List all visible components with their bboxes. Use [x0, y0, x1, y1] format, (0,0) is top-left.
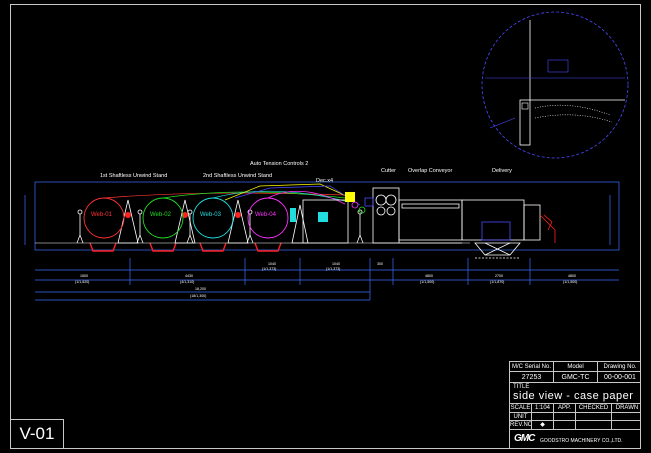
svg-text:300: 300 — [377, 262, 383, 266]
operator-figures — [76, 209, 364, 244]
app-label: APP. — [554, 404, 576, 412]
cutter-label: Cutter — [381, 168, 396, 174]
auto-tension-label: Auto Tension Controls 2 — [250, 161, 308, 167]
unit-label: UNIT — [510, 413, 532, 420]
delivery-unit — [461, 199, 556, 259]
web-01-label: Web-01 — [91, 212, 113, 218]
scale-label: SCALE — [510, 404, 532, 412]
web-03-roll — [192, 197, 234, 239]
svg-text:(1/1,500): (1/1,500) — [563, 280, 577, 284]
dec-label: Dec.x4 — [316, 178, 333, 184]
drawing-title: side view - case paper — [513, 390, 634, 402]
web-02-roll — [142, 197, 184, 239]
company-name: GOODSTRO MACHINERY CO.,LTD. — [540, 438, 623, 444]
dimension-values: 1500(1/1,620) 4430(4/1,310) 1040(1/1,373… — [75, 262, 577, 298]
rev-icon: ◆ — [532, 421, 554, 429]
overlap-conveyor — [398, 199, 463, 244]
title-label: TITLE — [513, 384, 530, 390]
svg-text:18,200: 18,200 — [195, 287, 206, 291]
svg-text:1500: 1500 — [80, 274, 88, 278]
section-labels: Auto Tension Controls 2 1st Shaftless Un… — [100, 161, 512, 184]
drawing-header: Drawing No. — [603, 364, 637, 370]
svg-text:4800: 4800 — [568, 274, 576, 278]
svg-text:(1/1,500): (1/1,500) — [420, 280, 434, 284]
rev-label: REV.NO. — [510, 421, 532, 429]
cutter — [364, 187, 400, 244]
svg-text:(1/1,870): (1/1,870) — [490, 280, 504, 284]
serial-header: M/C Serial No. — [510, 362, 554, 371]
svg-text:(1/1,373): (1/1,373) — [262, 267, 276, 271]
svg-text:(18/1,300): (18/1,300) — [190, 294, 206, 298]
web-01-roll — [83, 197, 125, 239]
stand2-label: 2nd Shaftless Unwind Stand — [203, 173, 272, 179]
svg-text:(1/1,620): (1/1,620) — [75, 280, 89, 284]
stand1-label: 1st Shaftless Unwind Stand — [100, 173, 167, 179]
web-04-roll — [247, 197, 289, 239]
web-03-label: Web-03 — [200, 212, 222, 218]
drawn-label: DRAWN — [615, 405, 639, 411]
svg-text:(1/1,373): (1/1,373) — [326, 267, 340, 271]
web-02-label: Web-02 — [150, 212, 172, 218]
web-paths — [103, 183, 361, 206]
svg-text:(4/1,310): (4/1,310) — [180, 280, 194, 284]
delivery-label: Delivery — [492, 168, 512, 174]
title-block: M/C Serial No. Model Drawing No. 27253 G… — [509, 361, 641, 449]
svg-text:1040: 1040 — [268, 262, 276, 266]
serial-value: 27253 — [510, 372, 554, 382]
model-header: Model — [554, 362, 598, 371]
base-frames — [89, 242, 282, 252]
detail-callout — [481, 11, 629, 159]
company-logo: GMC — [514, 433, 535, 444]
drawing-value: 00-00-001 — [604, 374, 636, 381]
view-badge: V-01 — [10, 419, 64, 449]
checked-label: CHECKED — [576, 404, 612, 412]
dimension-lines — [24, 181, 620, 301]
svg-text:4430: 4430 — [185, 274, 193, 278]
overlap-label: Overlap Conveyor — [408, 168, 452, 174]
scale-value: 1:104 — [532, 404, 554, 412]
drawing-frame — [10, 4, 641, 449]
svg-text:2700: 2700 — [495, 274, 503, 278]
model-value: GMC-TC — [554, 372, 598, 382]
svg-text:4800: 4800 — [425, 274, 433, 278]
web-04-label: Web-04 — [255, 212, 277, 218]
web-labels: Web-01 Web-02 Web-03 Web-04 — [91, 212, 277, 218]
decurler-unit — [290, 192, 366, 244]
svg-text:1040: 1040 — [332, 262, 340, 266]
